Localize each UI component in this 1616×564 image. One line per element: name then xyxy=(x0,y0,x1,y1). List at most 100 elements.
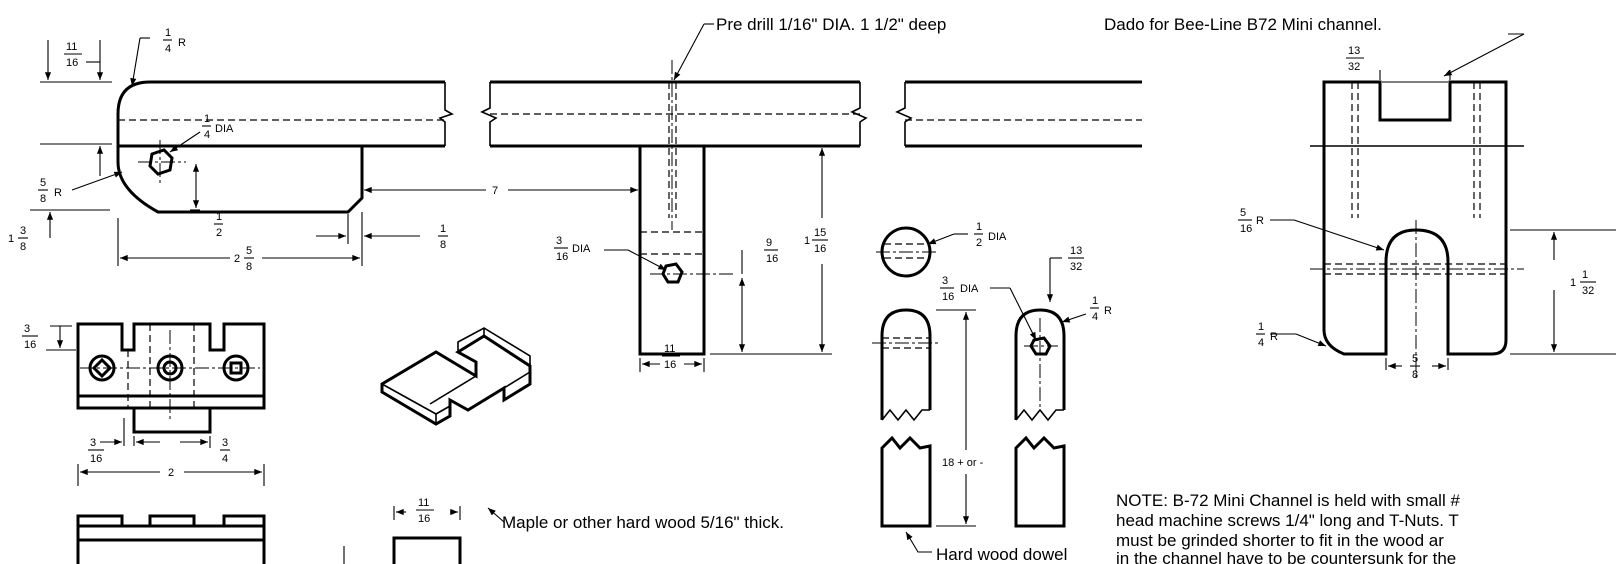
svg-text:16: 16 xyxy=(1240,223,1252,235)
frac-1-2-dia: 1 2 DIA xyxy=(974,221,1007,249)
maple-label: Maple or other hard wood 5/16" thick. xyxy=(502,513,784,532)
length-label: 18 + or - xyxy=(942,457,984,469)
svg-text:3: 3 xyxy=(90,437,96,449)
svg-text:16: 16 xyxy=(24,339,36,351)
frac-11-16-end: 11 16 xyxy=(416,497,434,525)
svg-text:3: 3 xyxy=(24,323,30,335)
frac-1-15-16: 1 15 16 xyxy=(804,227,828,255)
svg-text:16: 16 xyxy=(418,513,430,525)
svg-text:13: 13 xyxy=(1348,45,1360,57)
svg-text:R: R xyxy=(1104,305,1112,317)
side-view-middle xyxy=(480,23,868,372)
svg-text:2: 2 xyxy=(234,253,240,265)
frac-11-16-mid: 11 16 xyxy=(662,343,680,371)
svg-text:2: 2 xyxy=(168,467,174,479)
svg-text:1: 1 xyxy=(1258,321,1264,333)
svg-text:3: 3 xyxy=(556,235,562,247)
svg-text:16: 16 xyxy=(766,253,778,265)
svg-text:5: 5 xyxy=(246,245,252,257)
svg-text:8: 8 xyxy=(40,193,46,205)
svg-text:1: 1 xyxy=(216,211,222,223)
frac-1-4-r-top: 1 4 R xyxy=(163,27,186,55)
note-line-4: in the channel have to be countersunk fo… xyxy=(1116,549,1456,564)
dado-label: Dado for Bee-Line B72 Mini channel. xyxy=(1104,15,1382,34)
svg-text:2: 2 xyxy=(976,237,982,249)
side-view-left xyxy=(30,37,639,266)
svg-text:3: 3 xyxy=(222,437,228,449)
svg-text:8: 8 xyxy=(246,261,252,273)
frac-1-4-dia: 1 4 DIA xyxy=(202,113,234,141)
dowel-views xyxy=(872,226,1087,553)
block-end-view xyxy=(343,506,462,564)
dowel-label: Hard wood dowel xyxy=(936,545,1067,564)
svg-text:4: 4 xyxy=(204,129,210,141)
svg-text:R: R xyxy=(1270,331,1278,343)
svg-text:R: R xyxy=(178,37,186,49)
predrill-label: Pre drill 1/16" DIA. 1 1/2" deep xyxy=(716,15,946,34)
svg-text:DIA: DIA xyxy=(215,123,234,135)
svg-text:4: 4 xyxy=(1092,311,1098,323)
svg-text:1: 1 xyxy=(165,27,171,39)
frac-3-16-dia-mid: 3 16 DIA xyxy=(554,235,591,263)
frac-1-3-8: 1 3 8 xyxy=(8,225,28,253)
svg-text:9: 9 xyxy=(766,237,772,249)
svg-text:11: 11 xyxy=(664,343,675,355)
frac-3-16-dia-dowel: 3 16 DIA xyxy=(940,275,979,303)
frac-1-4-r-block: 1 4 R xyxy=(1256,321,1278,349)
frac-5-16-r: 5 16 R xyxy=(1238,207,1264,235)
frac-3-16-block-low: 3 16 xyxy=(88,437,104,465)
note-line-2: head machine screws 1/4" long and T-Nuts… xyxy=(1116,511,1459,530)
svg-text:1: 1 xyxy=(204,113,210,125)
svg-text:1: 1 xyxy=(440,223,446,235)
svg-text:5: 5 xyxy=(1412,353,1418,365)
note-line-1: NOTE: B-72 Mini Channel is held with sma… xyxy=(1116,491,1460,510)
frac-11-16-top: 11 16 xyxy=(64,41,82,69)
svg-text:1: 1 xyxy=(8,233,14,245)
frac-3-4: 3 4 xyxy=(220,437,230,465)
svg-text:DIA: DIA xyxy=(960,283,979,295)
block-top-view xyxy=(46,322,266,448)
svg-text:16: 16 xyxy=(664,359,676,371)
frac-3-16-block-top: 3 16 xyxy=(22,323,38,351)
svg-text:1: 1 xyxy=(976,221,982,233)
frac-5-8-r: 5 8 R xyxy=(38,177,62,205)
svg-text:5: 5 xyxy=(40,177,46,189)
note-line-3: must be grinded shorter to fit in the wo… xyxy=(1116,531,1444,550)
frac-2-5-8: 2 5 8 xyxy=(234,245,254,273)
svg-text:32: 32 xyxy=(1348,61,1360,73)
svg-text:1: 1 xyxy=(1570,277,1576,289)
svg-text:16: 16 xyxy=(90,453,102,465)
side-view-right xyxy=(895,80,1142,148)
block-front-view xyxy=(76,464,266,564)
svg-text:16: 16 xyxy=(814,243,826,255)
svg-text:R: R xyxy=(1256,215,1264,227)
svg-text:16: 16 xyxy=(66,57,78,69)
svg-text:15: 15 xyxy=(814,227,826,239)
frac-1-8: 1 8 xyxy=(438,223,448,251)
svg-text:DIA: DIA xyxy=(988,231,1007,243)
svg-text:16: 16 xyxy=(556,251,568,263)
channel-block-view xyxy=(1270,33,1616,380)
svg-text:1: 1 xyxy=(1092,295,1098,307)
svg-text:16: 16 xyxy=(942,291,954,303)
svg-text:3: 3 xyxy=(20,225,26,237)
svg-text:13: 13 xyxy=(1070,245,1082,257)
svg-text:8: 8 xyxy=(1412,369,1418,381)
svg-text:1: 1 xyxy=(1582,269,1588,281)
svg-text:32: 32 xyxy=(1070,261,1082,273)
isometric-block xyxy=(380,327,532,523)
svg-text:8: 8 xyxy=(20,241,26,253)
svg-text:R: R xyxy=(54,187,62,199)
seven-dim-label: 7 xyxy=(492,185,498,197)
frac-1-4-r-dowel: 1 4 R xyxy=(1090,295,1112,323)
svg-text:4: 4 xyxy=(222,453,228,465)
svg-text:4: 4 xyxy=(165,43,171,55)
svg-text:11: 11 xyxy=(66,41,77,53)
frac-13-32-dowel: 13 32 xyxy=(1068,245,1084,273)
svg-text:DIA: DIA xyxy=(572,243,591,255)
svg-text:2: 2 xyxy=(216,227,222,239)
frac-1-1-32: 1 1 32 xyxy=(1570,269,1596,297)
frac-13-32-dado: 13 32 xyxy=(1346,45,1364,73)
